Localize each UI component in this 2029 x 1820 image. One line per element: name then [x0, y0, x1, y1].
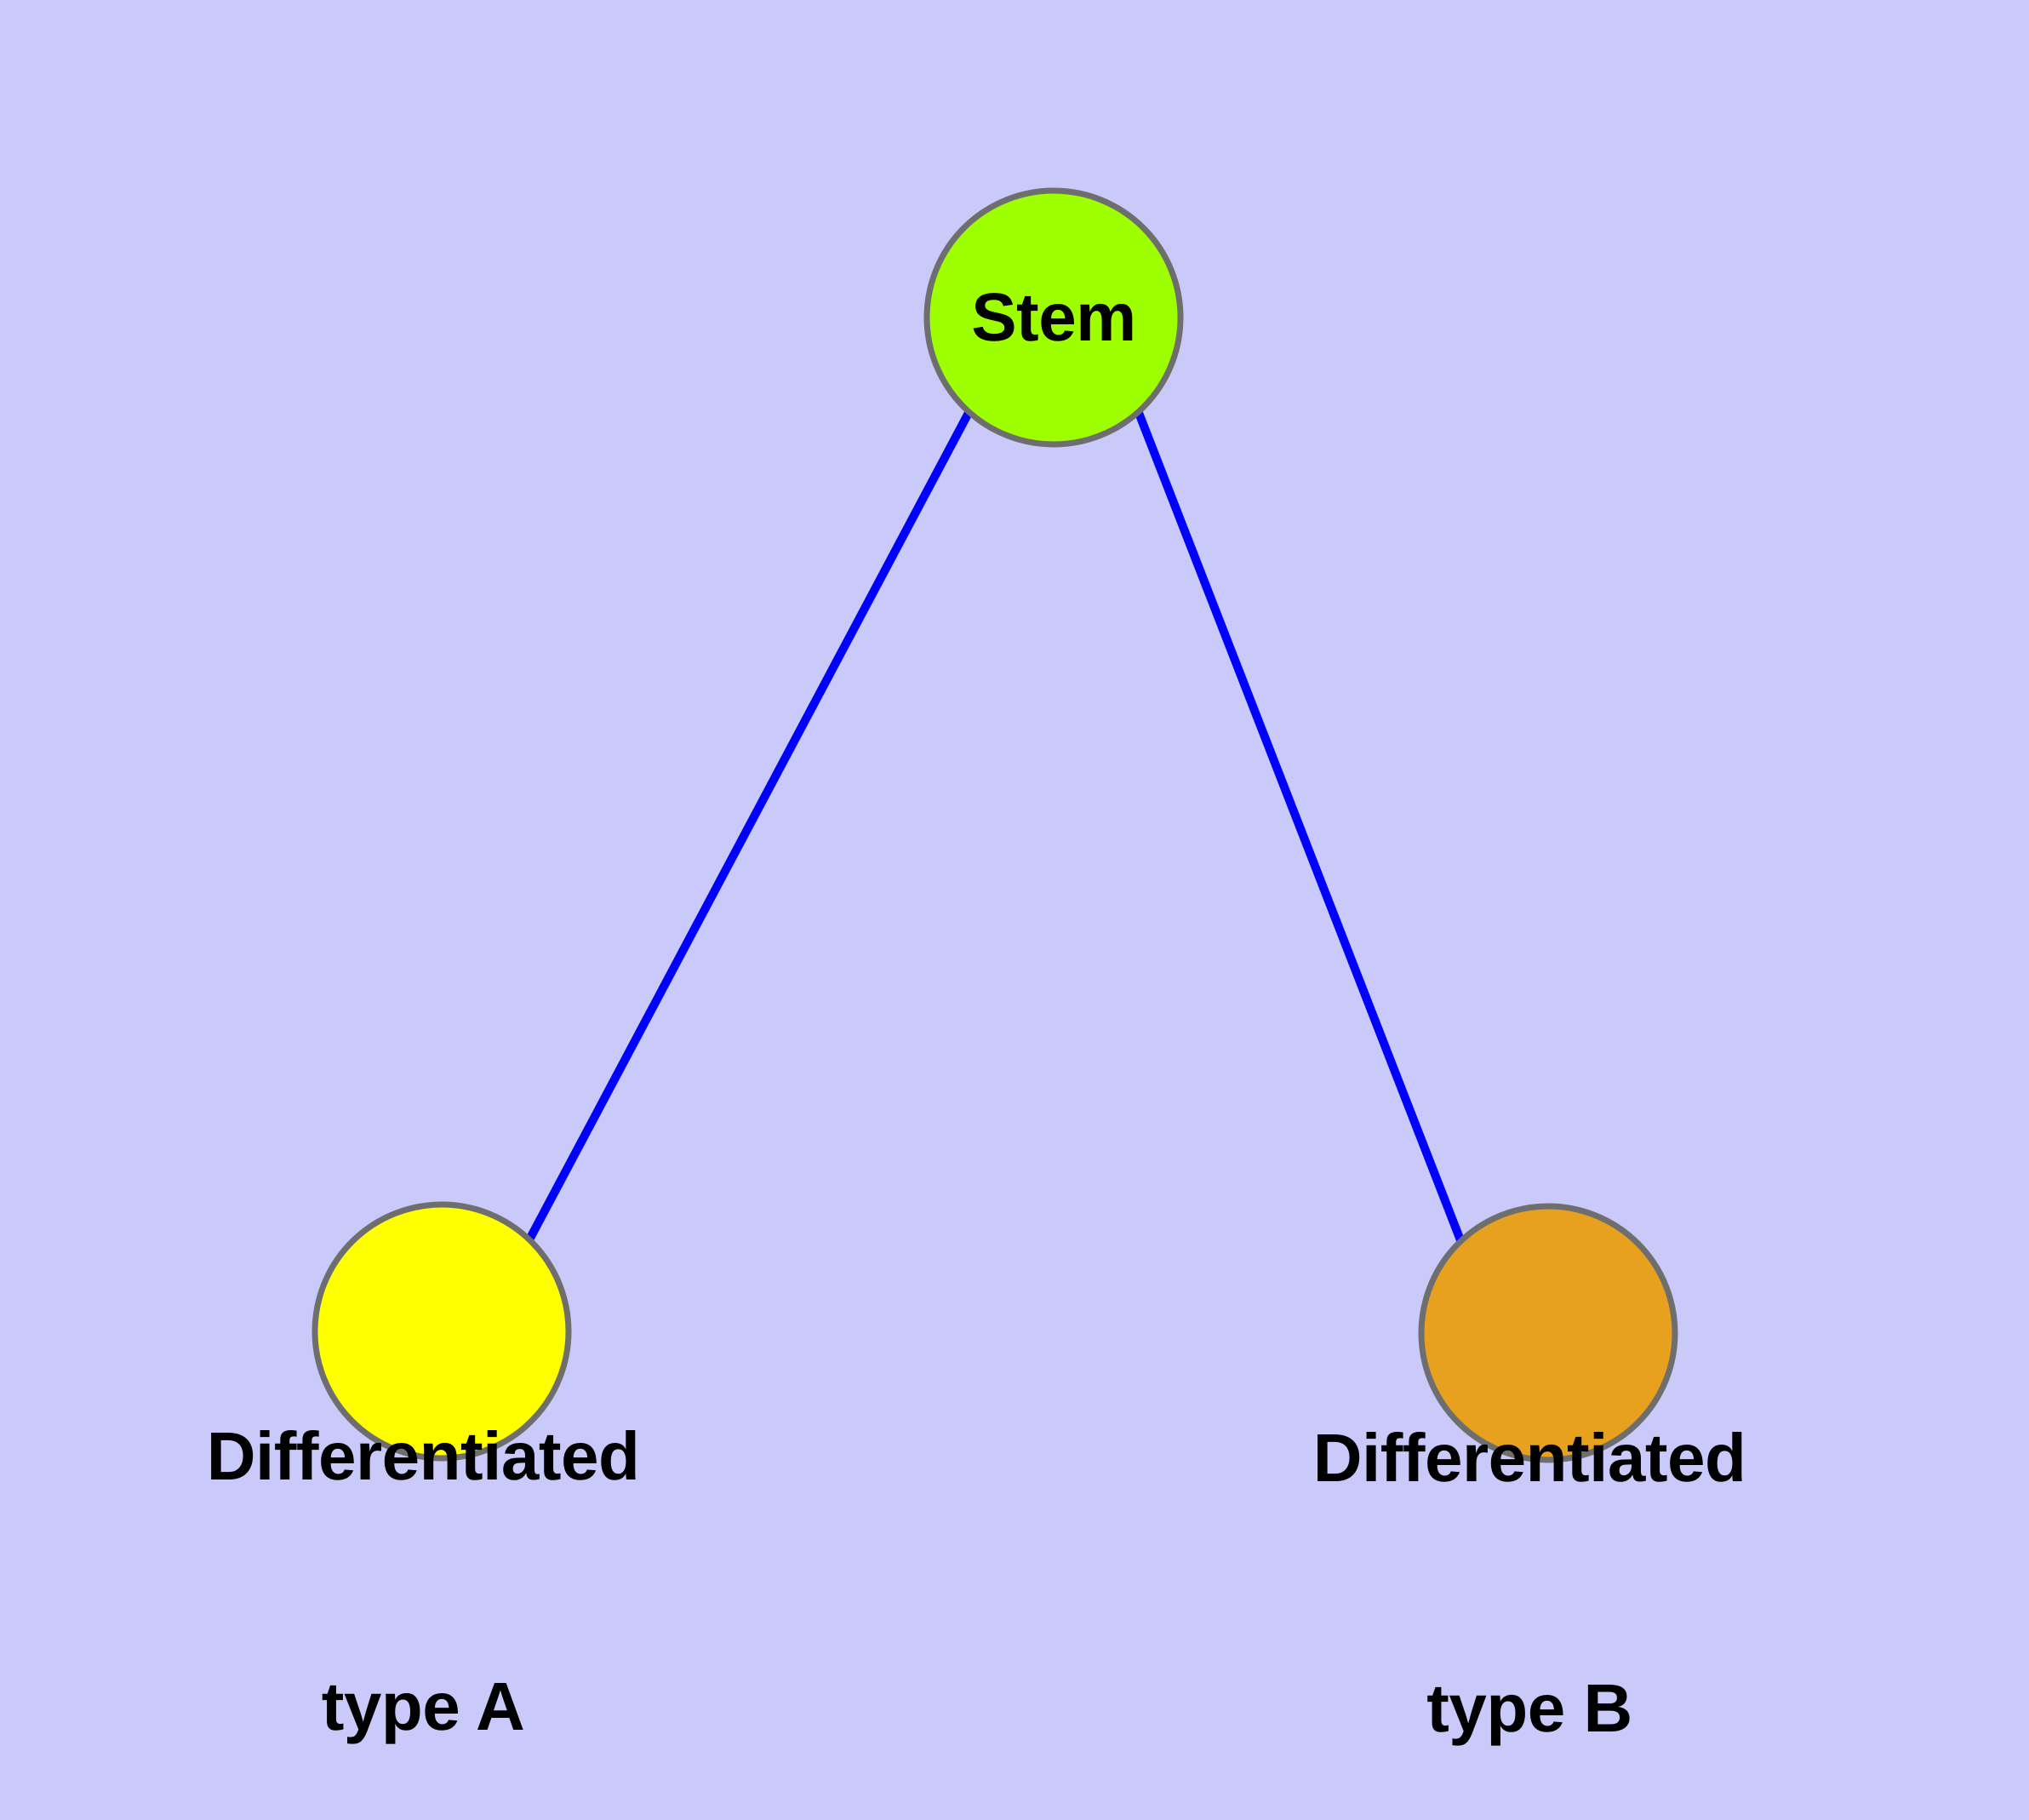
- node-diff-b-circle[interactable]: [1418, 1203, 1678, 1463]
- edge-stem-to-diff-b: [1135, 411, 1466, 1246]
- node-layer: [311, 187, 1678, 1463]
- edge-stem-to-diff-a: [523, 410, 973, 1245]
- edge-layer: [523, 410, 1466, 1246]
- node-diff-a-circle[interactable]: [311, 1201, 572, 1462]
- node-stem-circle[interactable]: [923, 187, 1184, 448]
